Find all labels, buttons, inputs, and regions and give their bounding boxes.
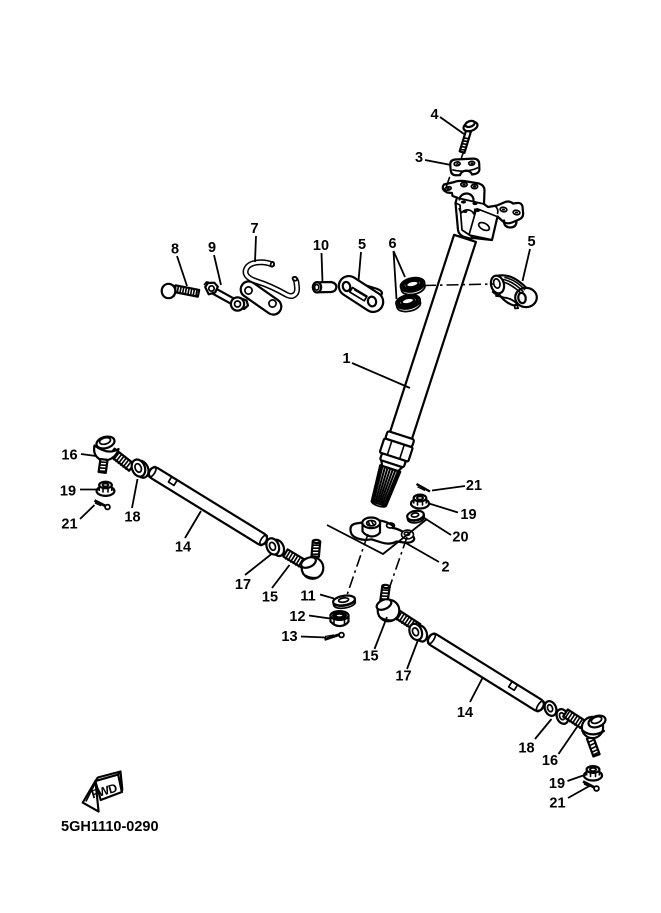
svg-text:10: 10 [313, 238, 329, 254]
svg-text:19: 19 [60, 484, 76, 500]
svg-text:2: 2 [441, 560, 449, 576]
svg-text:20: 20 [452, 530, 468, 546]
svg-text:17: 17 [395, 669, 411, 685]
svg-text:18: 18 [124, 510, 140, 526]
svg-text:21: 21 [61, 517, 77, 533]
svg-text:7: 7 [250, 221, 258, 237]
svg-text:15: 15 [362, 649, 378, 665]
svg-text:16: 16 [61, 448, 77, 464]
svg-text:13: 13 [281, 629, 297, 645]
svg-text:9: 9 [208, 240, 216, 256]
svg-text:15: 15 [262, 590, 278, 606]
svg-text:5: 5 [527, 234, 535, 250]
svg-text:18: 18 [518, 741, 534, 757]
svg-text:1: 1 [342, 351, 350, 367]
svg-text:3: 3 [415, 150, 423, 166]
svg-text:14: 14 [457, 705, 473, 721]
svg-text:19: 19 [549, 776, 565, 792]
svg-text:21: 21 [466, 478, 482, 494]
svg-text:14: 14 [175, 540, 191, 556]
svg-text:6: 6 [388, 236, 396, 252]
svg-text:4: 4 [430, 107, 438, 123]
svg-text:8: 8 [171, 242, 179, 258]
svg-text:5: 5 [358, 237, 366, 253]
svg-text:17: 17 [235, 577, 251, 593]
svg-text:19: 19 [460, 507, 476, 523]
svg-text:16: 16 [542, 753, 558, 769]
svg-text:21: 21 [549, 796, 565, 812]
svg-text:5GH1110-0290: 5GH1110-0290 [61, 819, 159, 835]
svg-text:12: 12 [289, 609, 305, 625]
svg-text:11: 11 [300, 589, 315, 605]
